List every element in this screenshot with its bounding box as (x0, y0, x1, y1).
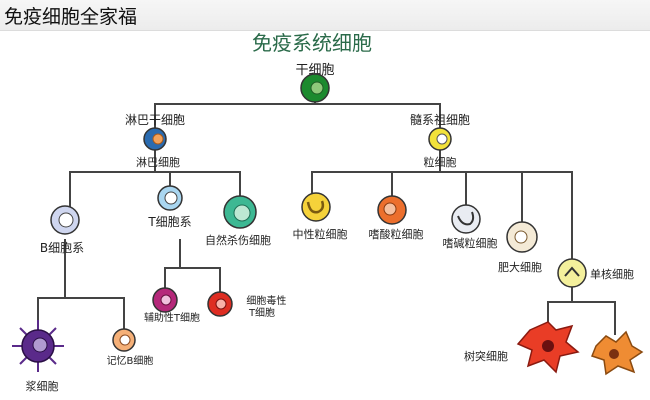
mast-cell-node: 肥大细胞 (498, 221, 542, 274)
lymphoid-stem-cell-node: 淋巴干细胞 淋巴细胞 (125, 113, 185, 169)
myeloid-progenitor-label: 髓系祖细胞 (410, 112, 470, 127)
memory-b-nucleus-icon (119, 334, 131, 346)
monocyte-nucleus-icon (564, 266, 580, 277)
b-cell-nucleus-icon (58, 212, 74, 228)
basophil-node: 嗜碱粒细胞 (443, 204, 498, 250)
dendritic-cell-node: 树突细胞 (464, 321, 580, 374)
page-title: 免疫细胞全家福 (4, 6, 138, 28)
eosinophil-node: 嗜酸粒细胞 (369, 195, 424, 241)
stem-cell-node: 干细胞 (295, 63, 335, 103)
helper-t-nucleus-icon (160, 294, 172, 306)
neutrophil-icon (301, 192, 331, 222)
monocyte-node: 单核细胞 (557, 258, 634, 288)
plasma-cell-nucleus-icon (32, 337, 48, 353)
dendritic-cell-nucleus-icon (542, 340, 554, 352)
basophil-nucleus-icon (457, 211, 475, 226)
monocyte-icon (557, 258, 587, 288)
cytotoxic-t-label-line: 细胞毒性 (246, 294, 286, 307)
monocyte-label: 单核细胞 (590, 267, 634, 281)
plasma-cell-node: 浆细胞 (12, 320, 64, 393)
mast-cell-label: 肥大细胞 (498, 260, 542, 274)
eosinophil-label: 嗜酸粒细胞 (369, 227, 424, 241)
cytotoxic-t-label-line: T细胞 (248, 306, 275, 319)
helper-t-cell-label: 辅助性T细胞 (144, 311, 200, 324)
t-cell-nucleus-icon (164, 191, 178, 205)
stem-cell-nucleus-icon (310, 81, 324, 95)
header-bar: 免疫细胞全家福 (0, 0, 650, 31)
macrophage-nucleus-icon (609, 349, 619, 359)
eosinophil-nucleus-icon (383, 202, 397, 216)
basophil-icon (451, 204, 481, 234)
granulocyte-label: 粒细胞 (424, 155, 457, 169)
t-cell-node: T细胞系 (147, 185, 192, 229)
dendritic-cell-label: 树突细胞 (464, 349, 508, 363)
stem-cell-label: 干细胞 (295, 63, 334, 78)
nk-cell-node: 自然杀伤细胞 (205, 195, 271, 247)
diagram-title: 免疫系统细胞 (252, 31, 372, 55)
neutrophil-label: 中性粒细胞 (293, 227, 348, 241)
cytotoxic-t-cell-node: 细胞毒性 T细胞 (207, 291, 289, 319)
b-cell-node: B细胞系 (40, 205, 84, 255)
memory-b-cell-node: 记忆B细胞 (107, 328, 154, 367)
cytotoxic-t-cell-label: 细胞毒性 T细胞 (246, 294, 289, 319)
neutrophil-node: 中性粒细胞 (293, 192, 348, 241)
lymphoid-stem-cell-label: 淋巴干细胞 (125, 113, 185, 127)
plasma-cell-label: 浆细胞 (26, 379, 59, 393)
nk-cell-label: 自然杀伤细胞 (205, 233, 271, 247)
lymphocyte-label: 淋巴细胞 (136, 156, 180, 169)
neutrophil-nucleus-icon (306, 200, 325, 214)
cytotoxic-t-nucleus-icon (215, 298, 227, 310)
immune-cell-tree-diagram: 免疫系统细胞 干细胞 淋巴干细胞 淋巴细胞 髓系祖细胞 粒细胞 B细胞系 (12, 31, 644, 393)
nk-cell-nucleus-icon (233, 204, 251, 222)
b-cell-label: B细胞系 (40, 241, 84, 255)
lymphoid-stem-nucleus-icon (152, 133, 164, 145)
basophil-label: 嗜碱粒细胞 (443, 236, 498, 250)
myeloid-progenitor-node: 髓系祖细胞 粒细胞 (410, 112, 470, 169)
myeloid-progenitor-nucleus-icon (436, 133, 448, 145)
memory-b-cell-label: 记忆B细胞 (107, 354, 154, 367)
helper-t-cell-node: 辅助性T细胞 (144, 287, 200, 324)
macrophage-node (591, 330, 644, 376)
t-cell-label: T细胞系 (147, 215, 191, 229)
mast-cell-nucleus-icon (514, 230, 528, 244)
